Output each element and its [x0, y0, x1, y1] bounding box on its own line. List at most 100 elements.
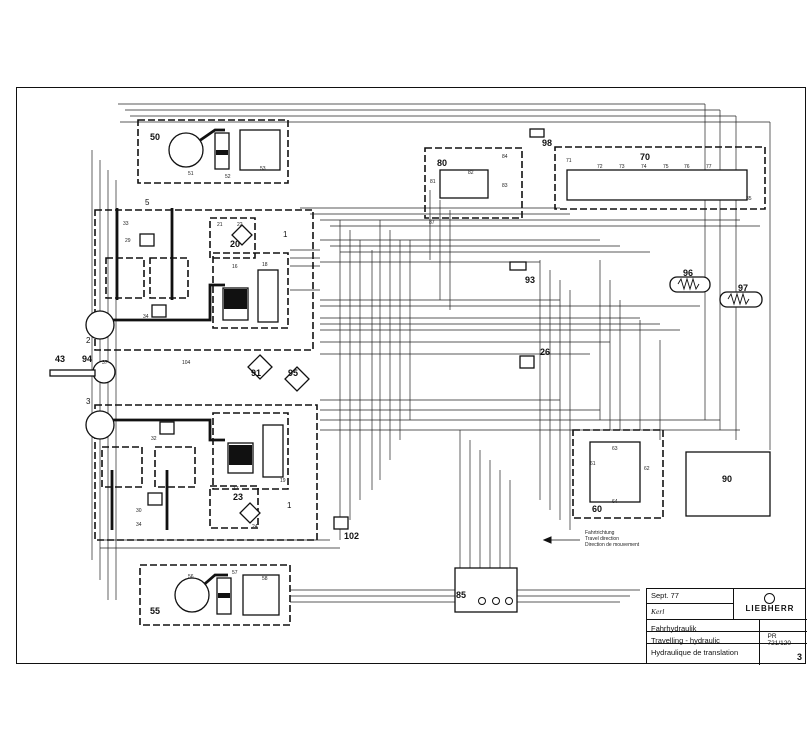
label-63: 63: [612, 446, 618, 452]
label-1b: 1: [287, 501, 292, 510]
label-55: 55: [150, 606, 160, 616]
label-26: 26: [540, 347, 550, 357]
box-control-60: [572, 429, 664, 519]
direction-en: Travel direction: [585, 536, 619, 542]
title-french: Hydraulique de translation: [651, 648, 739, 657]
label-34a: 34: [143, 314, 149, 320]
box-16: [212, 252, 289, 329]
label-82: 82: [468, 170, 474, 176]
label-104: 104: [182, 360, 191, 366]
label-98: 98: [542, 138, 552, 148]
label-62: 62: [644, 466, 650, 472]
box-20: [209, 217, 256, 259]
valve-58-icon: [242, 574, 280, 616]
label-91: 91: [251, 368, 261, 378]
label-72: 72: [597, 164, 603, 170]
label-85: 85: [456, 590, 466, 600]
box-11: [154, 446, 196, 488]
sensor-26-icon: [519, 355, 535, 369]
title-german: Fahrhydraulik: [651, 624, 697, 633]
label-37: 37: [102, 360, 108, 366]
label-64: 64: [612, 499, 618, 505]
signature: Kerl: [651, 607, 665, 616]
box-drive-motor-50: [137, 119, 289, 184]
label-71: 71: [566, 158, 572, 164]
title-english: Travelling - hydraulic: [651, 636, 720, 645]
drawing-date: Sept. 77: [651, 591, 679, 600]
label-57: 57: [232, 570, 238, 576]
title-block: Sept. 77 Kerl Fahrhydraulik Travelling -…: [646, 588, 807, 665]
label-16: 16: [232, 264, 238, 270]
block-85-icon: [454, 567, 518, 613]
label-74: 74: [641, 164, 647, 170]
box-valve-block-upper: [94, 209, 314, 351]
label-58: 58: [262, 576, 268, 582]
box-valve-block-lower: [94, 404, 318, 541]
label-5: 5: [145, 198, 150, 207]
cylinder-57-fill: [218, 593, 230, 598]
direction-labels: Fahrtrichtung Travel direction Direction…: [585, 530, 640, 548]
label-18: 18: [262, 262, 268, 268]
label-94: 94: [82, 354, 92, 364]
main-pressure-lines: [100, 128, 228, 597]
label-35: 35: [746, 196, 752, 202]
box-control-80: [424, 147, 523, 219]
label-80: 80: [437, 158, 447, 168]
motor-55-icon: [174, 577, 210, 613]
label-102: 102: [344, 531, 359, 541]
tank-90-icon: [685, 451, 771, 517]
component-number-labels: 50 51 52 53 5 1 20 21 22 16 18 33 29 34 …: [55, 132, 752, 616]
valve-30-icon: [147, 492, 163, 506]
box-14: [101, 446, 143, 488]
label-21: 21: [217, 222, 223, 228]
sensor-93-icon: [509, 261, 527, 271]
filter-91-icon: [247, 354, 273, 380]
shaft-43-icon: [49, 369, 96, 377]
cylinder-17-fill: [229, 445, 252, 465]
label-73: 73: [619, 164, 625, 170]
sensor-102-icon: [333, 516, 349, 530]
label-84: 84: [502, 154, 508, 160]
label-33: 33: [123, 221, 129, 227]
cylinder-16-fill: [224, 289, 247, 309]
label-53: 53: [260, 166, 266, 172]
box-8: [149, 257, 189, 299]
pump-2-icon: [85, 310, 115, 340]
label-70: 70: [640, 152, 650, 162]
label-29: 29: [125, 238, 131, 244]
filter-24-icon: [239, 502, 261, 524]
label-23: 23: [233, 492, 243, 502]
label-76: 76: [684, 164, 690, 170]
label-52: 52: [225, 174, 231, 180]
brand-name: LIEBHERR: [745, 604, 795, 613]
filter-22-icon: [231, 224, 253, 246]
motor-50-icon: [168, 132, 204, 168]
direction-de: Fahrtrichtung: [585, 530, 615, 536]
label-1a: 1: [283, 230, 288, 239]
valve-32-icon: [159, 421, 175, 435]
box-23: [209, 485, 259, 529]
cylinder-52-fill: [216, 150, 228, 155]
label-75: 75: [663, 164, 669, 170]
label-24: 24: [252, 524, 258, 530]
direction-fr: Direction de mouvement: [585, 542, 640, 548]
label-30: 30: [136, 508, 142, 514]
label-83: 83: [502, 183, 508, 189]
label-3: 3: [86, 397, 91, 406]
liebherr-emblem-icon: [764, 593, 775, 604]
label-97: 97: [738, 283, 748, 293]
direction-arrow: [542, 536, 580, 544]
label-96: 96: [683, 268, 693, 278]
label-17: 17: [233, 486, 239, 492]
valve-81-icon: [439, 169, 489, 199]
label-87: 87: [429, 220, 435, 226]
spool-valve-19-icon: [262, 424, 284, 478]
label-22: 22: [237, 222, 243, 228]
label-32: 32: [151, 436, 157, 442]
box-control-70: [554, 146, 766, 210]
label-90: 90: [722, 474, 732, 484]
spool-valve-18-icon: [257, 269, 279, 323]
label-95: 95: [288, 368, 298, 378]
solid-fills: [216, 150, 252, 598]
ports-85: [478, 597, 513, 605]
